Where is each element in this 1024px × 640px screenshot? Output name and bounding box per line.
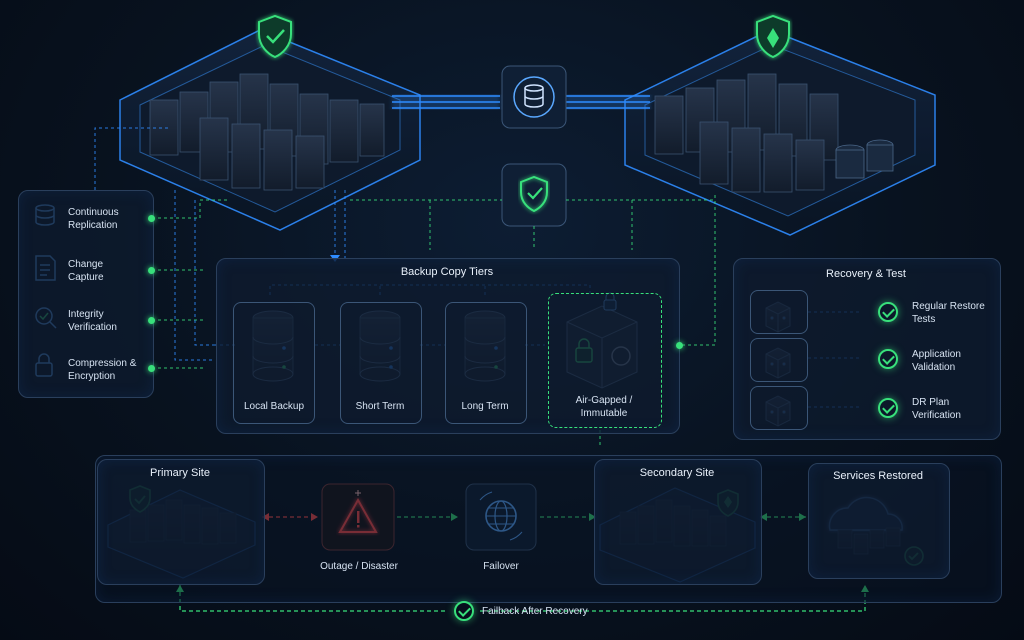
verification-connectors: [152, 195, 716, 445]
tier-local-backup-label: Local Backup: [243, 401, 305, 412]
secondary-site-card: [594, 459, 762, 585]
failover-label: Failover: [483, 561, 519, 572]
step-compression-encryption: Compression & Encryption: [68, 358, 137, 382]
check-circle-icon: [878, 398, 898, 418]
recovery-item-restore-tests: Regular Restore Tests: [912, 301, 985, 325]
tier-long-term-label: Long Term: [461, 401, 509, 412]
check-circle-icon: [878, 302, 898, 322]
tier-air-gapped-label: Air-Gapped / Immutable: [575, 395, 633, 419]
tier-short-term-label: Short Term: [355, 401, 405, 412]
connector-dot: [148, 215, 155, 222]
primary-site-card: [97, 459, 265, 585]
failback-label: Failback After Recovery: [482, 606, 588, 617]
replication-beams: [392, 95, 650, 109]
primary-datacenter: [119, 14, 421, 231]
recovery-item-dr-plan: DR Plan Verification: [912, 397, 961, 421]
left-steps-panel: [18, 190, 154, 398]
step-integrity-verification: Integrity Verification: [68, 309, 117, 333]
recovery-item-box: [750, 386, 808, 430]
replication-database-node: [501, 65, 567, 129]
backup-tiers-panel: [216, 258, 680, 434]
services-restored-card: [808, 463, 950, 579]
connector-dot: [676, 342, 683, 349]
secondary-site-title: Secondary Site: [639, 467, 715, 479]
recovery-test-panel: [733, 258, 1001, 440]
tier-air-gapped-box: [548, 293, 662, 428]
secondary-datacenter: [624, 14, 936, 236]
outage-label: Outage / Disaster: [320, 561, 398, 572]
services-restored-title: Services Restored: [833, 470, 923, 482]
connector-dot: [148, 365, 155, 372]
recovery-item-application-validation: Application Validation: [912, 349, 961, 373]
tier-short-term-box: [340, 302, 422, 424]
step-continuous-replication: Continuous Replication: [68, 207, 119, 231]
check-circle-icon: [878, 349, 898, 369]
primary-site-title: Primary Site: [150, 467, 210, 479]
recovery-test-title: Recovery & Test: [826, 268, 906, 280]
backup-tiers-title: Backup Copy Tiers: [400, 266, 494, 278]
tier-long-term-box: [445, 302, 527, 424]
check-circle-icon: [454, 601, 474, 621]
tier-local-backup-box: [233, 302, 315, 424]
connector-dot: [148, 267, 155, 274]
integrity-shield-node: [501, 163, 567, 227]
recovery-item-box: [750, 290, 808, 334]
step-change-capture: Change Capture: [68, 259, 104, 283]
recovery-item-box: [750, 338, 808, 382]
connector-dot: [148, 317, 155, 324]
